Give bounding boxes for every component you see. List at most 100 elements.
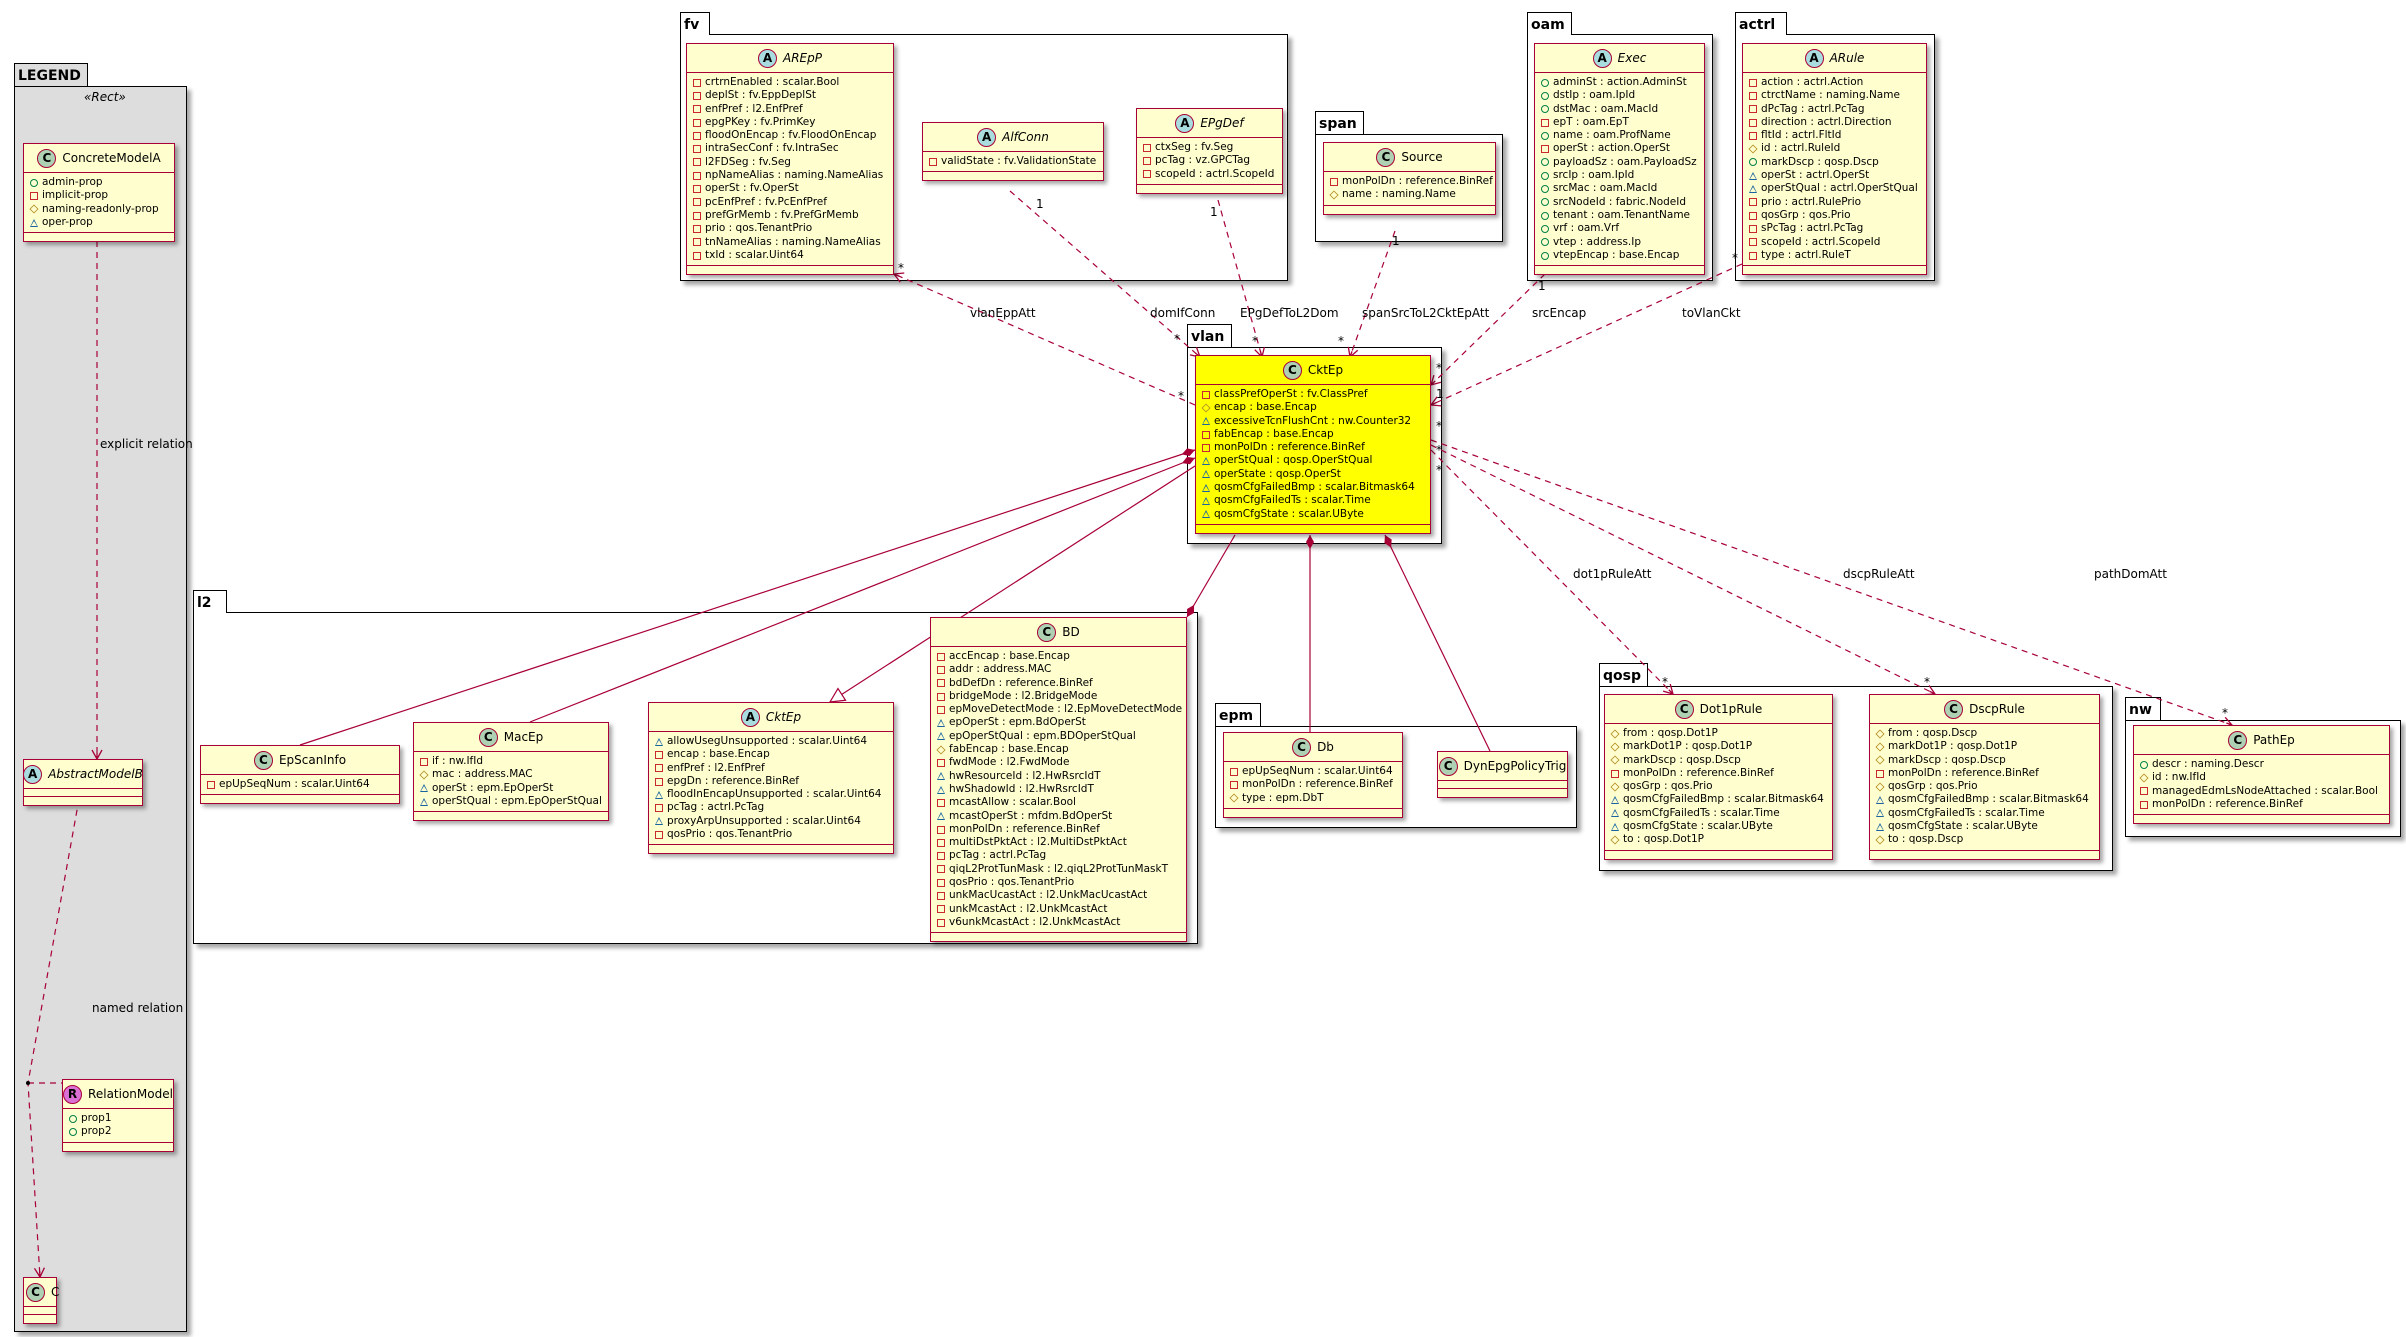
package-tab-legend: LEGEND	[14, 63, 88, 86]
package-visibility-icon	[420, 784, 428, 793]
class-attribute: qosmCfgState : scalar.UByte	[1611, 820, 1827, 833]
class-attribute: srcNodeId : fabric.NodeId	[1541, 196, 1699, 209]
class-methods	[1743, 265, 1926, 274]
attribute-text: pcTag : actrl.PcTag	[667, 801, 765, 814]
package-visibility-icon	[1202, 483, 1210, 492]
attribute-text: name : naming.Name	[1342, 188, 1456, 201]
class-attribute: qosmCfgState : scalar.UByte	[1876, 820, 2094, 833]
private-visibility-icon	[693, 91, 701, 100]
private-visibility-icon	[1749, 91, 1757, 100]
multiplicity-label: *	[898, 261, 904, 275]
class-name: PathEp	[2253, 733, 2295, 747]
attribute-text: operState : qosp.OperSt	[1214, 467, 1341, 480]
class-attribute: intraSecConf : fv.IntraSec	[693, 142, 888, 155]
class-methods	[24, 1314, 56, 1323]
attribute-text: v6unkMcastAct : l2.UnkMcastAct	[949, 915, 1121, 928]
class-attribute: type : epm.DbT	[1229, 792, 1397, 805]
class-attribute: to : qosp.Dot1P	[1610, 833, 1827, 846]
public-visibility-icon	[1541, 91, 1549, 100]
class-attribute: operStQual : epm.EpOperStQual	[420, 795, 603, 808]
class-attribute: qosmCfgFailedTs : scalar.Time	[1611, 807, 1827, 820]
package-visibility-icon	[1876, 796, 1884, 805]
attribute-text: addr : address.MAC	[949, 663, 1052, 676]
edge-label-pathDomAtt: pathDomAtt	[2094, 567, 2167, 581]
class-attribute: markDscp : qosp.Dscp	[1610, 754, 1827, 767]
class-attribute: epUpSeqNum : scalar.Uint64	[207, 778, 394, 791]
abstract-class-icon: A	[1804, 48, 1824, 68]
attribute-text: naming-readonly-prop	[42, 202, 159, 215]
class-attribute: encap : base.Encap	[655, 748, 888, 761]
class-attribute: vrf : oam.Vrf	[1541, 222, 1699, 235]
attribute-text: epUpSeqNum : scalar.Uint64	[219, 778, 370, 790]
private-visibility-icon	[693, 185, 701, 194]
private-visibility-icon	[937, 825, 945, 834]
private-visibility-icon	[1230, 767, 1238, 776]
multiplicity-label: *	[1732, 251, 1738, 265]
abstract-class-icon: A	[977, 127, 997, 147]
package-visibility-icon	[1611, 796, 1619, 805]
class-attribute: npNameAlias : naming.NameAlias	[693, 169, 888, 182]
class-attribute: from : qosp.Dscp	[1875, 727, 2094, 740]
class-attribute: qosmCfgFailedBmp : scalar.Bitmask64	[1202, 481, 1425, 494]
attribute-text: qosGrp : qos.Prio	[1623, 780, 1713, 793]
package-visibility-icon	[655, 737, 663, 746]
attribute-text: dPcTag : actrl.PcTag	[1761, 102, 1865, 115]
private-visibility-icon	[1749, 118, 1757, 127]
multiplicity-label: *	[1252, 334, 1258, 348]
class-icon: C	[253, 750, 273, 770]
class-name: EPgDef	[1200, 116, 1244, 130]
private-visibility-icon	[1541, 145, 1549, 154]
multiplicity-label: 1	[1210, 205, 1218, 219]
attribute-text: direction : actrl.Direction	[1761, 115, 1892, 128]
private-visibility-icon	[655, 777, 663, 786]
class-attribute: mcastAllow : scalar.Bool	[937, 796, 1181, 809]
class-attribute: validState : fv.ValidationState	[929, 155, 1098, 168]
attribute-text: npNameAlias : naming.NameAlias	[705, 169, 884, 182]
edge-label-toVlanCkt: toVlanCkt	[1682, 306, 1741, 320]
edge-label-EPgDefToL2Dom: EPgDefToL2Dom	[1240, 306, 1339, 320]
class-attribute: dPcTag : actrl.PcTag	[1749, 103, 1921, 116]
class-name: CktEp	[765, 710, 802, 724]
abstract-class-icon: A	[23, 764, 43, 784]
protected-visibility-icon	[1748, 144, 1758, 154]
public-visibility-icon	[1541, 185, 1549, 194]
attribute-text: qosmCfgFailedBmp : scalar.Bitmask64	[1623, 793, 1824, 806]
multiplicity-label: *	[1436, 443, 1442, 457]
attribute-text: scopeId : actrl.ScopeId	[1155, 167, 1275, 180]
attribute-text: qosmCfgState : scalar.UByte	[1214, 507, 1364, 520]
attribute-text: validState : fv.ValidationState	[941, 155, 1097, 167]
attribute-text: qosmCfgFailedTs : scalar.Time	[1623, 806, 1780, 819]
protected-visibility-icon	[1875, 755, 1885, 765]
attribute-text: classPrefOperSt : fv.ClassPref	[1214, 388, 1368, 400]
package-visibility-icon	[937, 785, 945, 794]
package-visibility-icon	[1202, 510, 1210, 519]
attribute-text: unkMacUcastAct : l2.UnkMacUcastAct	[949, 889, 1148, 902]
public-visibility-icon	[1541, 198, 1549, 207]
